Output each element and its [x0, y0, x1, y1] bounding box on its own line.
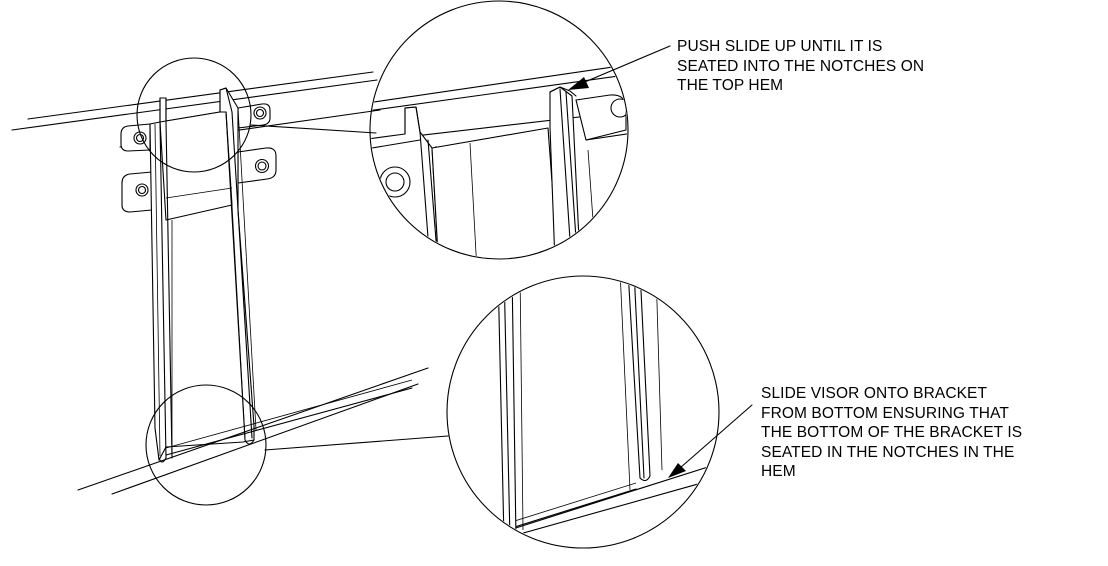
bottom-hem — [77, 367, 429, 495]
lower-right-tab — [237, 147, 277, 184]
top-magnified-view — [369, 0, 629, 260]
bolt-hole-icon — [135, 183, 149, 197]
callout-line: SEATED INTO THE NOTCHES ON — [677, 57, 925, 75]
callout-line: PUSH SLIDE UP UNTIL IT IS — [677, 38, 883, 55]
bottom-callout-arrow — [668, 404, 753, 478]
callout-line: FROM BOTTOM ENSURING THAT — [761, 404, 1009, 422]
top-detail-marker — [136, 57, 252, 173]
bottom-magnified-view — [446, 275, 720, 549]
top-callout-arrow — [568, 45, 671, 90]
callout-line: THE TOP HEM — [677, 77, 784, 94]
top-detail-leader — [250, 124, 377, 134]
bolt-hole-icon — [254, 158, 270, 174]
bottom-detail-leader — [264, 435, 449, 451]
callout-line: SEATED IN THE NOTCHES IN THE — [761, 443, 1015, 461]
callout-line: THE BOTTOM OF THE BRACKET IS — [761, 424, 1023, 441]
lower-left-tab — [121, 171, 153, 213]
bottom-detail-marker — [145, 384, 267, 506]
callout-line: HEM — [761, 463, 796, 480]
bracket — [120, 87, 277, 463]
bottom-callout-text: SLIDE VISOR ONTO BRACKET FROM BOTTOM ENS… — [761, 384, 1022, 482]
top-callout-text: PUSH SLIDE UP UNTIL IT IS SEATED INTO TH… — [677, 37, 924, 96]
callout-line: SLIDE VISOR ONTO BRACKET — [761, 385, 988, 402]
upper-left-tab — [120, 123, 151, 152]
bolt-hole-icon — [253, 106, 267, 120]
